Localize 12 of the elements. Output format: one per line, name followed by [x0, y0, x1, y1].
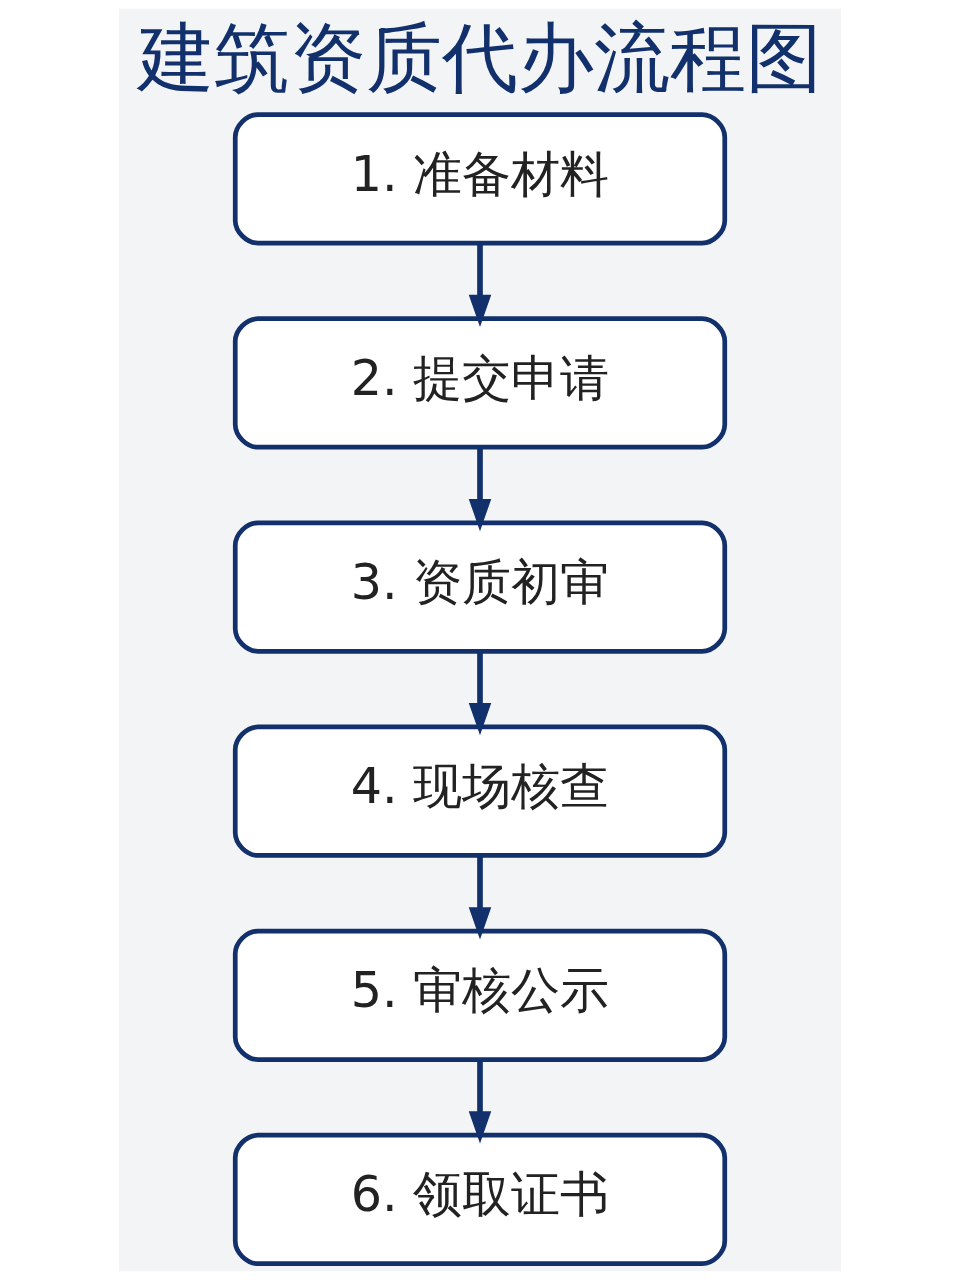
arrow: [468, 651, 492, 736]
diagram-title: 建筑资质代办流程图: [138, 14, 822, 103]
node-box: 3. 资质初审: [232, 520, 728, 654]
arrow: [468, 1060, 492, 1144]
node-box: 2. 提交申请: [232, 316, 728, 450]
node-box: 1. 准备材料: [232, 112, 728, 246]
node-box: 5. 审核公示: [232, 928, 728, 1062]
arrow: [468, 855, 492, 940]
arrow: [468, 447, 492, 532]
arrow: [468, 243, 492, 328]
node-box: 6. 领取证书: [232, 1132, 728, 1267]
node-box: 4. 现场核查: [232, 724, 728, 858]
